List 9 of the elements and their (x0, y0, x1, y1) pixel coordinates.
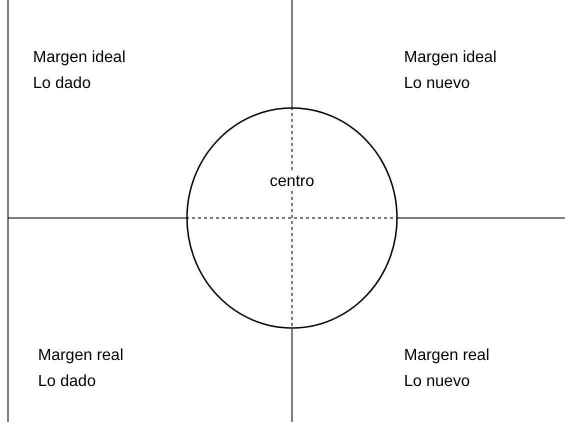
quadrant-label: Lo dado (33, 74, 91, 94)
quadrant-label: Margen ideal (404, 48, 496, 68)
quadrant-label: Lo nuevo (404, 372, 470, 392)
quadrant-label: Margen real (404, 346, 490, 366)
quadrant-label: Lo dado (38, 372, 96, 392)
quadrant-label: Margen real (38, 346, 124, 366)
center-label: centro (268, 173, 316, 191)
quadrant-label: Margen ideal (33, 48, 126, 68)
quadrant-label: Lo nuevo (404, 74, 470, 94)
